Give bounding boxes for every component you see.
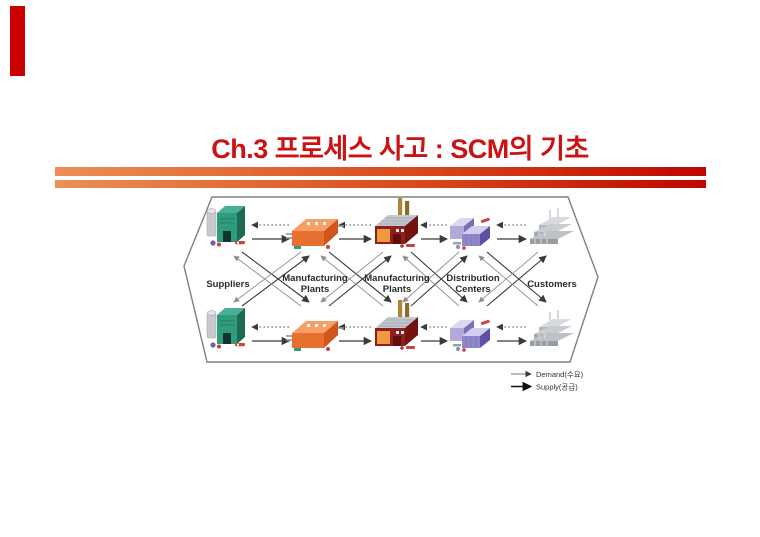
stage-label-distribution-line2: Centers (455, 284, 490, 295)
title-rule-bottom (55, 180, 706, 188)
legend: Demand(수요) Supply(공급) (511, 370, 584, 392)
supply-chain-diagram: Suppliers Manufacturing Plants Manufactu… (183, 196, 599, 392)
supply-diagonal-arrow (328, 255, 392, 307)
customer-buildings-icon (529, 207, 575, 245)
accent-bar (10, 6, 25, 76)
demand-diagonal-arrow (233, 251, 302, 303)
stage-label-manufacturing-2: Manufacturing (364, 273, 430, 284)
stage-label-distribution: Distribution (446, 273, 499, 284)
supply-diagonal-arrow (410, 255, 468, 307)
stage-label-manufacturing-1-line2: Plants (301, 284, 330, 295)
stage-label-manufacturing-1: Manufacturing (282, 273, 348, 284)
demand-diagonal-arrow (478, 251, 539, 303)
distribution-center-icon (449, 319, 491, 353)
supply-diagonal-arrow (410, 251, 468, 303)
heavy-factory-icon (374, 299, 419, 351)
slide-title: Ch.3 프로세스 사고 : SCM의 기초 (211, 134, 589, 164)
supply-diagonal-arrow (328, 251, 392, 303)
demand-diagonal-arrow (402, 251, 460, 303)
demand-diagonal-arrow (478, 255, 539, 307)
supply-diagonal-arrow (241, 251, 310, 303)
supply-demand-arrows (233, 221, 547, 346)
supply-diagonal-arrow (486, 255, 547, 307)
demand-diagonal-arrow (320, 251, 384, 303)
legend-supply-label: Supply(공급) (536, 383, 578, 392)
manufacturing-plant-icon (285, 320, 345, 352)
demand-diagonal-arrow (233, 255, 302, 307)
title-rule-top (55, 167, 706, 176)
supplier-building-icon (206, 307, 246, 349)
distribution-center-icon (449, 217, 491, 251)
supplier-building-icon (206, 205, 246, 247)
stage-label-manufacturing-2-line2: Plants (383, 284, 412, 295)
customer-buildings-icon (529, 309, 575, 347)
heavy-factory-icon (374, 197, 419, 249)
demand-diagonal-arrow (320, 255, 384, 307)
hexagon-border (183, 196, 599, 363)
stage-label-suppliers: Suppliers (206, 279, 249, 290)
supply-diagonal-arrow (241, 255, 310, 307)
legend-demand-label: Demand(수요) (536, 370, 584, 379)
demand-diagonal-arrow (402, 255, 460, 307)
manufacturing-plant-icon (285, 218, 345, 250)
stage-label-customers: Customers (527, 279, 577, 290)
supply-diagonal-arrow (486, 251, 547, 303)
